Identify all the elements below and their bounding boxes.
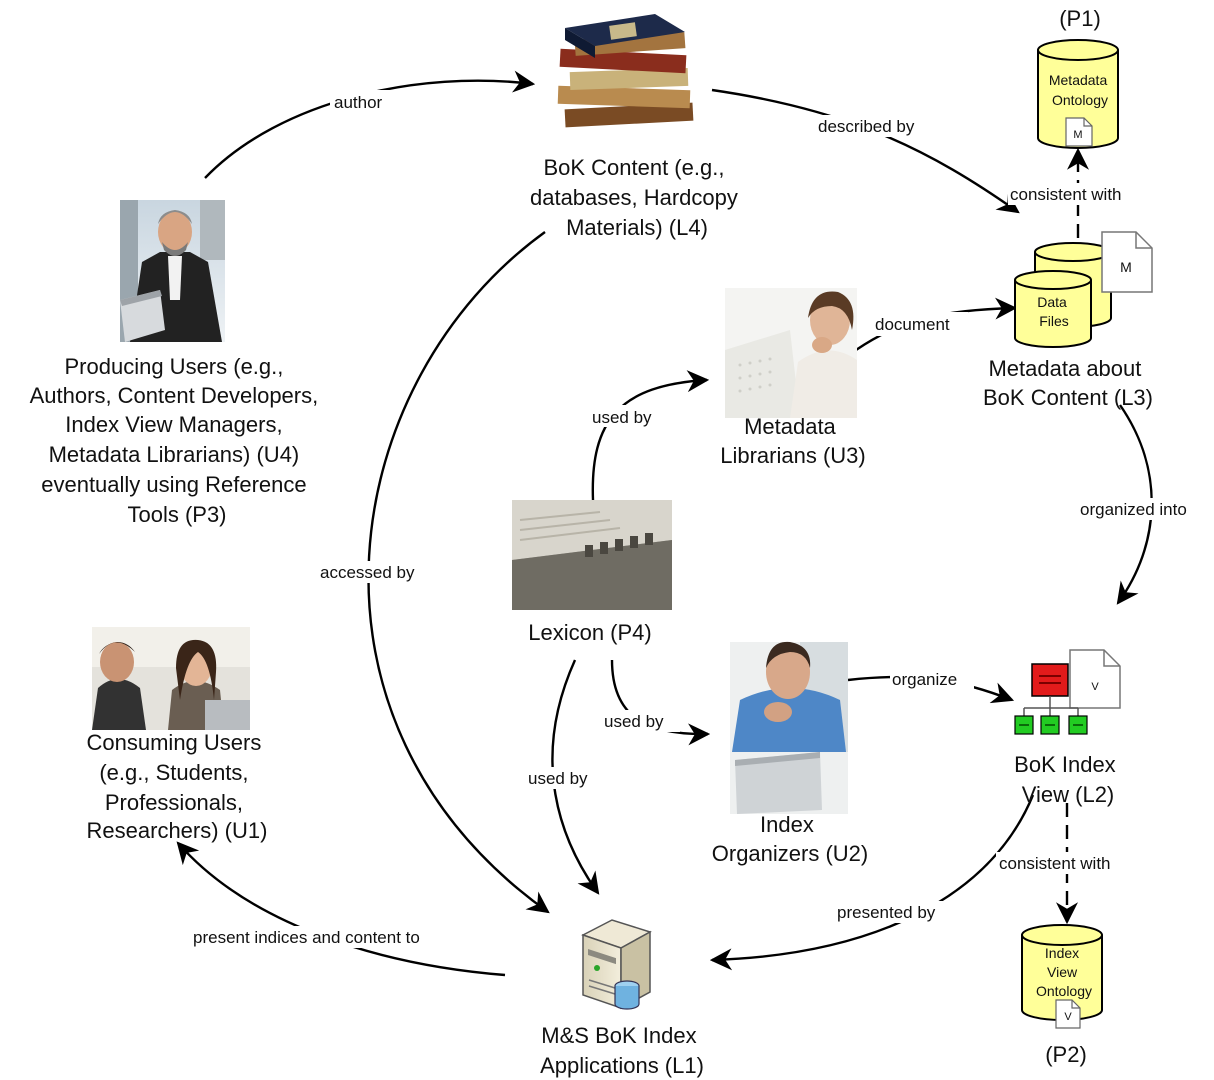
index-view-ontology-label: Index View Ontology xyxy=(1036,945,1092,999)
label-bg xyxy=(996,852,1136,874)
applications-line: Applications (L1) xyxy=(540,1053,704,1078)
edge-label-organized-into: organized into xyxy=(1080,500,1187,519)
bok-content-line: Materials) (L4) xyxy=(566,215,708,240)
bok-content-label: BoK Content (e.g., databases, Hardcopy M… xyxy=(530,155,744,240)
server-icon xyxy=(581,919,652,1010)
lexicon-label: Lexicon (P4) xyxy=(528,620,652,645)
data-files-line: Data xyxy=(1037,294,1067,310)
edge-label-present-indices: present indices and content to xyxy=(193,928,420,947)
index-organizers-label: Index Organizers (U2) xyxy=(712,812,868,866)
label-bg xyxy=(590,405,666,427)
edge-label-organize: organize xyxy=(892,670,957,689)
label-bg xyxy=(330,90,396,112)
metadata-ontology-doc-letter: M xyxy=(1073,129,1082,141)
edge-label-presented-by: presented by xyxy=(837,903,936,922)
index-view-ontology-cylinder xyxy=(1021,924,1103,1021)
edge-label-author: author xyxy=(334,93,383,112)
data-files-cylinders xyxy=(1014,242,1112,348)
document-icon xyxy=(1101,231,1153,293)
index-view-ontology-id: (P2) xyxy=(1045,1042,1087,1067)
metadata-ontology-label: Metadata Ontology xyxy=(1049,72,1111,108)
index-view-ontology-doc-letter: V xyxy=(1064,1011,1072,1023)
producing-users-line: Producing Users (e.g., xyxy=(65,354,284,379)
consuming-users-line: Consuming Users xyxy=(87,730,262,755)
label-bg xyxy=(834,901,958,923)
document-icon xyxy=(1065,117,1093,147)
label-bg xyxy=(1078,498,1212,520)
metadata-librarian-photo xyxy=(725,288,857,418)
metadata-librarians-line: Librarians (U3) xyxy=(720,443,866,468)
label-bg xyxy=(316,561,434,583)
edge-label-used-by-apps: used by xyxy=(528,769,588,788)
index-organizer-photo xyxy=(730,641,848,814)
label-bg xyxy=(526,767,604,789)
label-bg xyxy=(890,668,974,690)
consuming-users-line: Professionals, xyxy=(105,790,243,815)
bok-index-view-label: BoK Index View (L2) xyxy=(1014,752,1122,807)
bok-index-view-line: BoK Index xyxy=(1014,752,1116,777)
metadata-about-label: Metadata about BoK Content (L3) xyxy=(983,356,1153,410)
bok-index-view-line: View (L2) xyxy=(1022,782,1115,807)
applications-label: M&S BoK Index Applications (L1) xyxy=(540,1023,704,1078)
metadata-about-line: BoK Content (L3) xyxy=(983,385,1153,410)
label-bg xyxy=(872,312,968,336)
edge-label-consistent-with-top: consistent with xyxy=(1010,185,1122,204)
data-files-doc-letter: M xyxy=(1120,259,1132,275)
data-files-label: Data Files xyxy=(1037,294,1070,329)
label-bg xyxy=(190,926,472,948)
producing-users-line: Tools (P3) xyxy=(127,502,226,527)
lexicon-book-photo xyxy=(512,500,672,610)
consuming-users-line: Researchers) (U1) xyxy=(87,818,268,843)
books-stack-image xyxy=(557,14,694,128)
metadata-ontology-line: Ontology xyxy=(1052,92,1108,108)
edge-label-consistent-with-bottom: consistent with xyxy=(999,854,1111,873)
tree-hierarchy-icon xyxy=(1014,649,1121,735)
producing-users-label: Producing Users (e.g., Authors, Content … xyxy=(30,354,325,527)
consuming-users-label: Consuming Users (e.g., Students, Profess… xyxy=(87,730,268,843)
producing-users-line: Index View Managers, xyxy=(65,412,282,437)
edge-used-by-librarians xyxy=(591,370,710,501)
edge-label-used-by-librarians: used by xyxy=(592,408,652,427)
bok-content-line: databases, Hardcopy xyxy=(530,185,738,210)
edge-label-accessed-by: accessed by xyxy=(320,563,415,582)
edge-described-by xyxy=(711,88,1020,214)
applications-line: M&S BoK Index xyxy=(541,1023,696,1048)
producing-user-photo xyxy=(120,200,225,342)
producing-users-line: Authors, Content Developers, xyxy=(30,383,319,408)
consuming-users-photo xyxy=(92,627,250,730)
consuming-users-line: (e.g., Students, xyxy=(99,760,248,785)
label-bg xyxy=(1008,183,1148,205)
edge-used-by-apps xyxy=(551,659,600,895)
index-view-ontology-line: Ontology xyxy=(1036,983,1092,999)
document-icon xyxy=(1055,999,1081,1029)
producing-users-line: eventually using Reference xyxy=(41,472,306,497)
index-view-doc-letter: V xyxy=(1091,681,1099,693)
index-view-ontology-line: Index xyxy=(1045,945,1079,961)
edge-accessed-by xyxy=(367,231,550,914)
metadata-about-line: Metadata about xyxy=(988,356,1141,381)
index-organizers-line: Index xyxy=(760,812,814,837)
edge-label-described-by: described by xyxy=(818,117,915,136)
metadata-ontology-line: Metadata xyxy=(1049,72,1108,88)
index-organizers-line: Organizers (U2) xyxy=(712,841,868,866)
bok-content-line: BoK Content (e.g., xyxy=(543,155,724,180)
edge-label-used-by-organizers: used by xyxy=(604,712,664,731)
metadata-ontology-cylinder xyxy=(1037,39,1119,149)
producing-users-line: Metadata Librarians) (U4) xyxy=(49,442,300,467)
data-files-line: Files xyxy=(1039,313,1069,329)
metadata-ontology-id: (P1) xyxy=(1059,6,1101,31)
label-bg xyxy=(815,115,935,137)
edge-label-document: document xyxy=(875,315,950,334)
metadata-librarians-label: Metadata Librarians (U3) xyxy=(720,414,866,468)
index-view-ontology-line: View xyxy=(1047,964,1078,980)
metadata-librarians-line: Metadata xyxy=(744,414,836,439)
label-bg xyxy=(602,710,680,732)
edge-present-indices xyxy=(176,841,506,977)
